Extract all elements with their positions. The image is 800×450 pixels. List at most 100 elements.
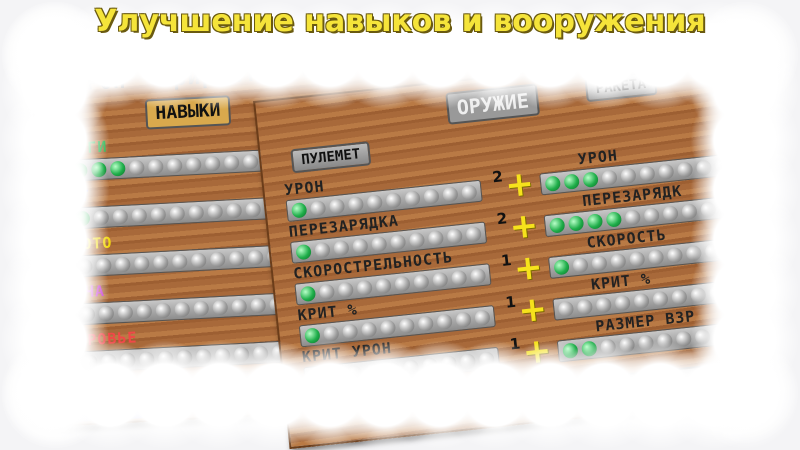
level-dot-empty-icon [402,358,420,376]
level-dot-empty-icon [347,195,365,213]
level-dot-empty-icon [157,350,174,366]
level-dot-empty-icon [675,330,692,347]
level-dot-empty-icon [138,350,155,367]
level-dot-filled-icon [582,170,599,188]
level-dot-empty-icon [309,199,327,217]
level-dot-empty-icon [465,225,482,242]
level-dot-empty-icon [384,360,401,378]
level-dot-empty-icon [469,267,487,284]
weapons-header: ОРУЖИЕ [445,83,541,125]
level-dot-empty-icon [252,345,269,361]
gain-value: 18000 [268,64,311,82]
upgrade-plus-button[interactable]: + [516,288,549,332]
level-dot-empty-icon [421,356,439,374]
skill-label: ДЕНЬГИ [46,137,108,159]
level-dot-empty-icon [671,288,688,305]
level-dot-empty-icon [228,250,245,266]
level-dot-filled-icon [52,163,69,180]
level-dot-empty-icon [436,312,453,330]
level-dot-filled-icon [290,201,308,219]
level-dot-empty-icon [150,206,167,222]
level-dot-filled-icon [567,214,585,232]
level-dot-empty-icon [704,242,721,260]
level-dot-empty-icon [385,191,402,209]
level-dot-empty-icon [423,187,440,205]
level-dot-empty-icon [633,292,650,309]
level-dot-empty-icon [601,168,618,186]
dollar-bill-icon: $ [199,384,224,405]
level-dot-empty-icon [714,157,732,174]
level-dot-empty-icon [681,202,698,220]
level-dot-empty-icon [166,157,183,174]
level-dot-empty-icon [214,347,231,363]
upgrade-plus-button[interactable]: + [507,205,541,248]
level-dot-empty-icon [427,229,445,246]
level-dot-empty-icon [700,200,717,218]
level-dot-empty-icon [643,206,660,224]
level-dot-empty-icon [195,348,212,364]
level-dot-empty-icon [100,352,117,369]
upgrade-cost: 2 [495,209,509,229]
level-dot-empty-icon [666,246,684,264]
level-dot-empty-icon [174,301,191,317]
exit-button[interactable]: ВЫХОД [61,376,184,423]
level-dot-filled-icon [544,174,561,192]
upgrade-plus-button[interactable]: + [520,330,554,374]
level-dot-filled-icon [548,216,566,234]
level-dot-empty-icon [637,334,655,351]
gain-label: Прирост [158,61,259,92]
level-dot-empty-icon [176,349,193,365]
upgrade-plus-button[interactable]: + [511,246,545,290]
level-dot-empty-icon [647,248,665,266]
level-dot-empty-icon [459,352,477,370]
level-dot-empty-icon [231,298,248,314]
level-dot-filled-icon [109,160,126,177]
level-dot-empty-icon [557,300,575,317]
level-dot-empty-icon [204,155,221,172]
level-dot-empty-icon [723,240,740,258]
page-title: Улучшение навыков и вооружения [94,4,706,39]
level-dot-empty-icon [365,362,382,380]
level-dot-filled-icon [71,162,88,179]
level-dot-empty-icon [370,235,388,252]
upgrade-cost: 1 [504,292,517,312]
level-dot-empty-icon [599,338,617,355]
level-dot-empty-icon [440,354,458,372]
skill-label: УДАЧА [54,281,106,303]
level-dot-empty-icon [413,273,430,290]
money-value: 3 [240,380,253,402]
level-dot-empty-icon [328,197,346,215]
level-dot-empty-icon [474,309,491,326]
level-dot-empty-icon [212,299,229,315]
level-dot-empty-icon [718,198,736,216]
level-dot-empty-icon [114,256,131,272]
points-display: БАЛЛЫ 4 [526,363,729,414]
level-dot-empty-icon [93,209,110,225]
level-dot-filled-icon [63,354,79,371]
level-dot-empty-icon [620,166,637,184]
level-dot-empty-icon [685,244,703,262]
level-dot-empty-icon [404,189,421,207]
level-dot-empty-icon [119,351,136,368]
skills-header: НАВЫКИ [144,95,232,130]
level-dot-empty-icon [169,205,186,221]
level-dot-filled-icon [586,212,604,230]
level-dot-empty-icon [727,282,745,299]
level-dot-empty-icon [450,269,468,286]
level-dot-empty-icon [207,203,224,219]
level-dot-empty-icon [572,256,589,273]
upgrade-plus-button[interactable]: + [503,163,536,207]
level-dot-empty-icon [147,158,164,175]
level-dot-empty-icon [333,239,350,256]
level-dot-empty-icon [117,304,134,320]
level-dot-empty-icon [478,350,496,368]
level-dot-empty-icon [76,258,93,274]
level-dot-empty-icon [431,271,449,288]
skill-label: ЗДОРОВЬЕ [56,328,138,351]
level-dot-empty-icon [308,368,325,386]
level-dot-empty-icon [689,286,707,303]
level-dot-empty-icon [327,366,344,384]
level-dot-empty-icon [713,326,730,343]
level-dot-empty-icon [408,231,426,248]
level-dot-empty-icon [223,154,240,171]
